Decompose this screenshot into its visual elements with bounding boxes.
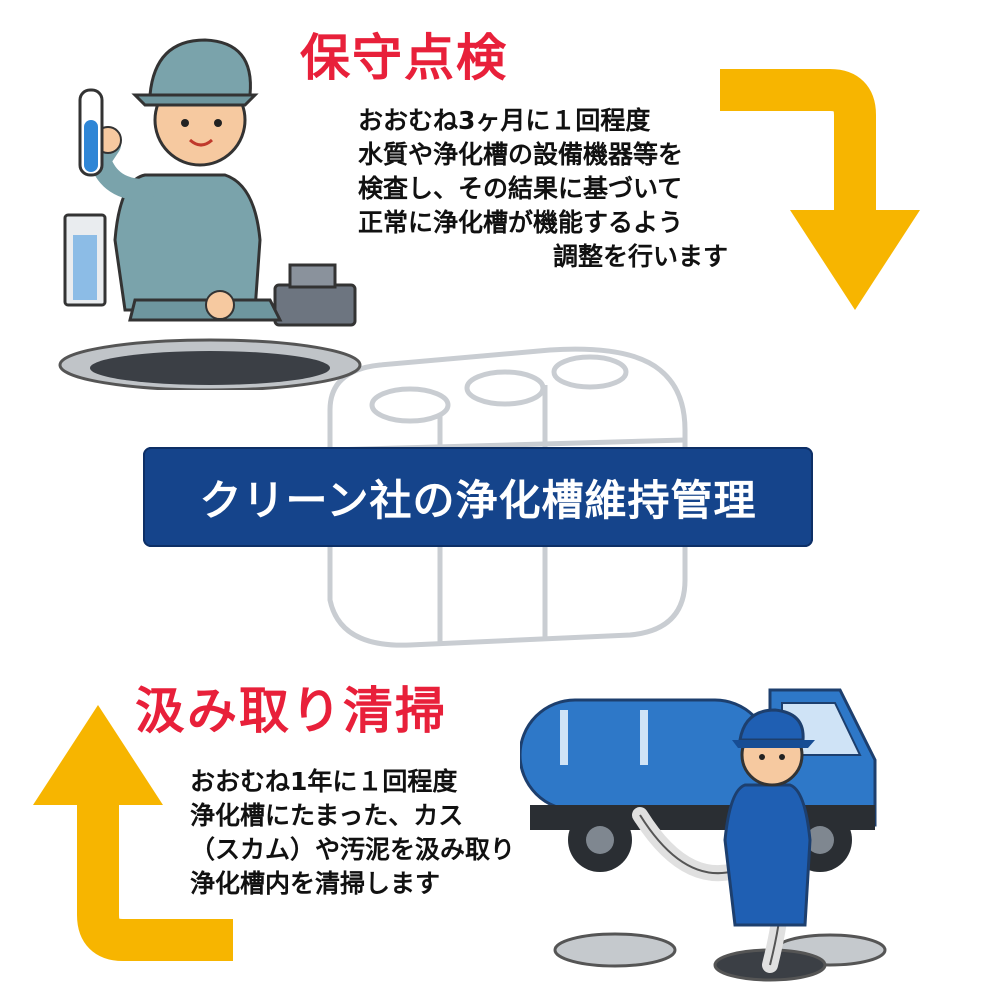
- title-text: クリーン社の浄化槽維持管理: [199, 475, 757, 525]
- pumping-line: （スカム）や汚泥を汲み取り: [190, 835, 516, 864]
- pumping-heading: 汲み取り清掃: [135, 682, 447, 740]
- maintenance-line: おおむね3ヶ月に１回程度: [358, 106, 651, 135]
- maintenance-line: 正常に浄化槽が機能するよう: [358, 208, 684, 237]
- pumping-line: 浄化槽内を清掃します: [190, 869, 441, 898]
- pumping-line: おおむね1年に１回程度: [190, 767, 458, 796]
- arrow-up-icon: [33, 705, 233, 961]
- maintenance-line: 検査し、その結果に基づいて: [358, 174, 683, 203]
- pumping-description: おおむね1年に１回程度 浄化槽にたまった、カス （スカム）や汚泥を汲み取り 浄化…: [190, 765, 560, 901]
- maintenance-worker-illustration: [58, 38, 362, 390]
- title-banner: クリーン社の浄化槽維持管理: [143, 447, 813, 547]
- maintenance-line: 調整を行います: [552, 242, 728, 271]
- vacuum-truck-illustration: [520, 688, 887, 982]
- pumping-line: 浄化槽にたまった、カス: [190, 801, 464, 830]
- maintenance-line: 水質や浄化槽の設備機器等を: [358, 140, 684, 169]
- maintenance-heading: 保守点検: [300, 29, 508, 87]
- arrow-down-icon: [720, 69, 920, 310]
- maintenance-description: おおむね3ヶ月に１回程度 水質や浄化槽の設備機器等を 検査し、その結果に基づいて…: [358, 104, 728, 274]
